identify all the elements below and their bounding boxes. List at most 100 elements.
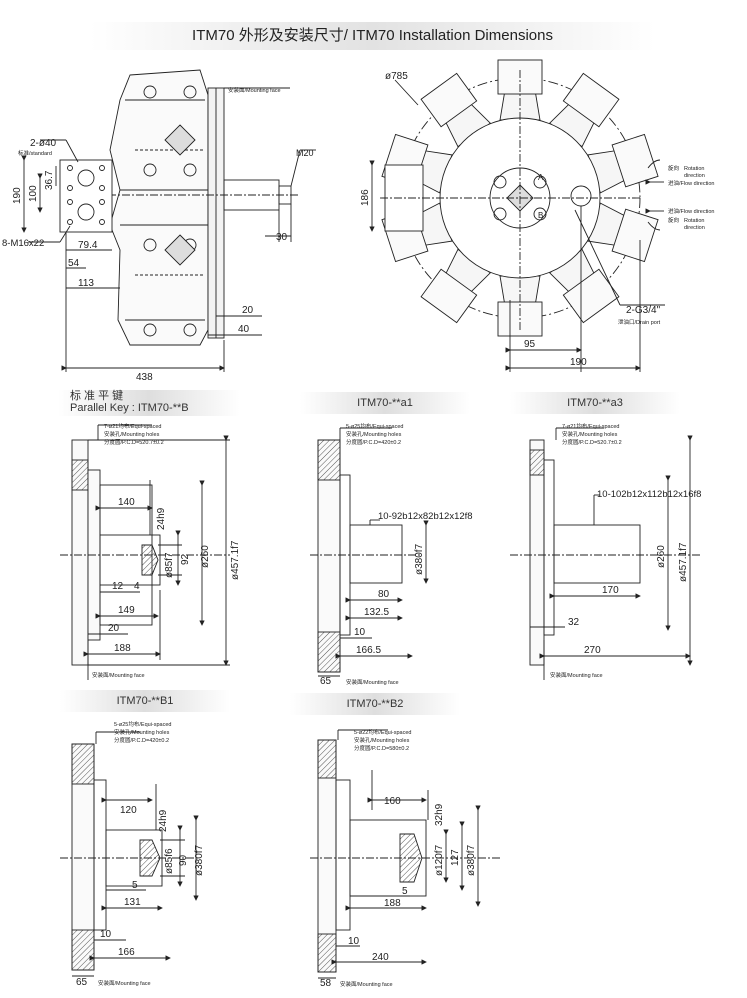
rot1-en2: direction [684, 173, 705, 179]
dim-20: 20 [242, 305, 254, 316]
a1-note3: 分度圆/P.C.D=420±0.2 [346, 438, 401, 446]
a1-note2: 安装孔/Mounting holes [346, 430, 402, 438]
b-dim-140: 140 [118, 497, 135, 508]
section-b2-drawing [310, 729, 500, 979]
b1-dim-380: ø380f7 [194, 844, 205, 876]
front-view [369, 59, 665, 372]
dim-113: 113 [78, 278, 94, 289]
rot1-en: Rotation [684, 166, 705, 172]
b1-dim-10: 10 [100, 929, 112, 940]
b2-dim-32h9: 32h9 [434, 803, 445, 826]
b2-mounting-face: 安装面/Mounting face [340, 980, 393, 988]
b2-note1: 5-ø22均布/Equi-spaced [354, 728, 411, 736]
section-a3-labels: 7-ø21均布/Equi-spaced 安装孔/Mounting holes 分… [550, 422, 701, 679]
a1-dim-80: 80 [378, 589, 390, 600]
header-en: Parallel Key [70, 402, 129, 414]
section-header-b: 标 准 平 键 Parallel Key : ITM70-**B [58, 390, 240, 416]
section-a3-drawing [510, 427, 700, 680]
section-header-b2: ITM70-**B2 [290, 693, 460, 715]
dim-785: ø785 [385, 71, 408, 82]
b1-dim-5: 5 [132, 880, 138, 891]
b1-note2: 安装孔/Mounting holes [114, 728, 170, 736]
b-note3: 分度圆/P.C.D=520.7±0.2 [104, 438, 164, 446]
dim-54: 54 [68, 258, 80, 269]
b1-dim-131: 131 [124, 897, 141, 908]
a3-note2: 安装孔/Mounting holes [562, 430, 618, 438]
rot1-cn: 旋向 [668, 164, 679, 172]
b-note1: 7-ø21均布/Equi-spaced [104, 422, 161, 430]
a1-dim-65: 65 [320, 676, 332, 687]
b2-dim-160: 160 [384, 796, 401, 807]
rot2-cn: 旋向 [668, 216, 679, 224]
a3-dim-270: 270 [584, 645, 601, 656]
b-dim-92: 92 [180, 553, 191, 565]
mounting-face-label: 安装面/Mounting face [228, 86, 281, 94]
b1-note3: 分度圆/P.C.D=420±0.2 [114, 736, 169, 744]
a3-mounting-face: 安装面/Mounting face [550, 671, 603, 679]
a1-dim-10: 10 [354, 627, 366, 638]
b2-dim-188: 188 [384, 898, 401, 909]
section-b1-labels: 5-ø25均布/Equi-spaced 安装孔/Mounting holes 分… [76, 720, 205, 988]
flow1: 进油/Flow direction [668, 179, 714, 187]
section-header-a1: ITM70-**a1 [300, 392, 470, 414]
flow2: 进油/Flow direction [668, 207, 714, 215]
ports-note: 2-ø40 [30, 138, 57, 149]
b-dim-149: 149 [118, 605, 135, 616]
dim-438: 438 [136, 372, 153, 383]
b2-dim-10: 10 [348, 936, 360, 947]
dim-95: 95 [524, 339, 536, 350]
b-mounting-face: 安装面/Mounting face [92, 671, 145, 679]
side-view [21, 69, 316, 372]
drain-label: 泄油口/Drain port [618, 318, 661, 326]
b2-dim-58: 58 [320, 978, 332, 989]
dim-40: 40 [238, 324, 250, 335]
b1-note1: 5-ø25均布/Equi-spaced [114, 720, 171, 728]
a3-note1: 7-ø21均布/Equi-spaced [562, 422, 619, 430]
b-dim-20: 20 [108, 623, 120, 634]
section-a1-drawing [310, 427, 429, 677]
header-cn: 标 准 平 键 [70, 390, 124, 402]
a1-dim-132: 132.5 [364, 607, 389, 618]
page-title: ITM70 外形及安装尺寸/ ITM70 Installation Dimens… [90, 22, 655, 50]
front-view-labels: ø785 186 A B 2-G3/4" 泄油口/Drain port 旋向 R… [360, 71, 714, 368]
ports-standard: 标准/standard [18, 149, 52, 157]
port-b: B [538, 211, 543, 220]
b-dim-457: ø457.1f7 [230, 540, 241, 580]
a3-dim-32: 32 [568, 617, 580, 628]
b1-dim-166: 166 [118, 947, 135, 958]
b-dim-188: 188 [114, 643, 131, 654]
b1-dim-90: 90 [178, 854, 189, 866]
dim-36-7: 36.7 [44, 170, 55, 190]
b2-dim-380: ø380f7 [466, 844, 477, 876]
b2-dim-240: 240 [372, 952, 389, 963]
dim-79-4: 79.4 [78, 240, 98, 251]
b2-dim-5: 5 [402, 886, 408, 897]
b2-dim-120f7: ø120f7 [434, 844, 445, 876]
port-a: A [538, 173, 544, 182]
a3-spline: 10-102b12x112b12x16f8 [597, 489, 701, 500]
section-b-drawing [60, 424, 230, 680]
rot2-en2: direction [684, 225, 705, 231]
drain-note: 2-G3/4" [626, 305, 661, 316]
a1-note1: 5-ø25均布/Equi-spaced [346, 422, 403, 430]
b-dim-12: 12 [112, 581, 124, 592]
b1-dim-85f6: ø85f6 [164, 848, 175, 874]
dim-190: 190 [12, 187, 23, 204]
section-b-labels: 7-ø21均布/Equi-spaced 安装孔/Mounting holes 分… [92, 422, 241, 679]
b1-mounting-face: 安装面/Mounting face [98, 979, 151, 987]
b-dim-24h9: 24h9 [156, 507, 167, 530]
section-b1-drawing [60, 731, 200, 977]
b1-dim-120: 120 [120, 805, 137, 816]
thread-label: M20 [296, 148, 314, 158]
b2-note2: 安装孔/Mounting holes [354, 736, 410, 744]
dim-190-front: 190 [570, 357, 587, 368]
b2-dim-127: 127 [450, 849, 461, 866]
b-dim-260: ø260 [200, 545, 211, 568]
bolt-note: 8-M16x22 [2, 238, 44, 249]
section-header-b1: ITM70-**B1 [60, 690, 230, 712]
a3-note3: 分度圆/P.C.D=520.7±0.2 [562, 438, 622, 446]
header-model: : ITM70-**B [131, 402, 189, 414]
a3-dim-170: 170 [602, 585, 619, 596]
a1-dim-380: ø380f7 [414, 543, 425, 575]
